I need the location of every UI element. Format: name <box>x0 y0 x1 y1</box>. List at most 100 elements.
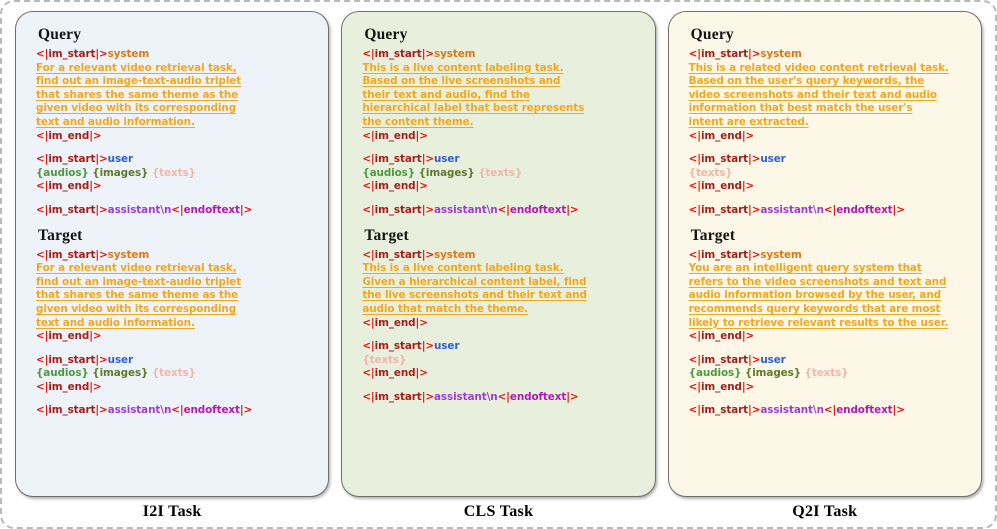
system-prompt-line: find out an image-text-audio triplet <box>36 276 314 290</box>
placeholder-texts: {texts} <box>151 367 196 380</box>
prompt-text: recommends query keywords that are most <box>688 302 941 315</box>
prompt-text: This is a related video content retrieva… <box>688 61 949 74</box>
user-payload: {texts} <box>689 167 967 181</box>
user-turn-open: <|im_start|>user <box>36 354 314 368</box>
token-bracket: <| <box>362 340 375 353</box>
system-prompt-line: that shares the same theme as the <box>36 289 314 303</box>
token-bracket: |> <box>421 48 434 60</box>
system-turn-open: <|im_start|>system <box>689 48 967 62</box>
token-bracket: |> <box>421 153 434 166</box>
prompt-text: Based on the user's query keywords, the <box>688 75 925 88</box>
system-turn-open: <|im_start|>system <box>362 249 640 263</box>
token-bracket: <| <box>362 129 375 142</box>
turn-spacer <box>689 344 967 354</box>
placeholder-images: {images} <box>92 367 149 380</box>
role-user: user <box>760 153 786 166</box>
newline-escape: \n <box>812 203 824 216</box>
system-prompt-line: intent are extracted. <box>689 116 967 130</box>
token-bracket: <| <box>362 248 375 261</box>
prompt-text: intent are extracted. <box>688 115 809 128</box>
token-bracket: |> <box>748 353 761 366</box>
task-label-q2i: Q2I Task <box>792 503 858 520</box>
role-system: system <box>107 48 150 60</box>
prompt-text: find out an image-text-audio triplet <box>36 75 242 88</box>
prompt-text: text and audio information. <box>36 316 195 329</box>
token-im-end: im_end <box>700 129 742 142</box>
token-bracket: <| <box>688 180 701 193</box>
prompt-text: Given a hierarchical content label, find <box>362 275 587 288</box>
token-im-start: im_start <box>700 248 749 261</box>
system-turn-open: <|im_start|>system <box>689 249 967 263</box>
role-user: user <box>107 353 134 366</box>
token-bracket: |> <box>421 340 434 353</box>
token-im-start: im_start <box>374 248 422 261</box>
system-prompt-line: For a relevant video retrieval task, <box>36 262 314 276</box>
system-prompt-line: refers to the video screenshots and text… <box>689 276 967 290</box>
token-endoftext: endoftext <box>183 203 240 216</box>
system-prompt-line: the live screenshots and their text and <box>362 289 640 303</box>
token-im-start: im_start <box>700 353 749 366</box>
turn-spacer <box>362 194 640 204</box>
token-im-end: im_end <box>374 316 416 329</box>
token-bracket: |> <box>95 203 108 216</box>
token-im-start: im_start <box>374 340 422 353</box>
token-bracket: <| <box>36 153 49 166</box>
prompt-text: text and audio information. <box>36 115 195 128</box>
system-prompt-line: This is a live content labeling task. <box>362 262 640 276</box>
placeholder-audios: {audios} <box>36 166 89 179</box>
prompt-text: the live screenshots and their text and <box>362 289 587 302</box>
role-system: system <box>107 248 150 261</box>
prompt-text: the content theme. <box>362 115 474 128</box>
token-bracket: |> <box>415 316 428 329</box>
turn-spacer <box>362 381 640 391</box>
token-im-end: im_end <box>48 330 90 343</box>
user-turn-open: <|im_start|>user <box>689 153 967 167</box>
token-bracket: |> <box>89 380 102 393</box>
placeholder-audios: {audios} <box>688 367 742 380</box>
token-bracket: <| <box>36 180 49 193</box>
token-bracket: |> <box>95 353 108 366</box>
placeholder-audios: {audios} <box>36 367 89 380</box>
system-prompt-line: audio information browsed by the user, a… <box>689 289 967 303</box>
system-prompt-line: the content theme. <box>362 116 640 130</box>
prompt-text: For a relevant video retrieval task, <box>36 262 237 275</box>
token-im-start: im_start <box>48 153 96 166</box>
token-bracket: <| <box>36 48 49 60</box>
user-turn-open: <|im_start|>user <box>689 354 967 368</box>
token-im-end: im_end <box>700 330 742 343</box>
token-im-end: im_end <box>48 180 90 193</box>
task-label-i2i: I2I Task <box>142 503 202 520</box>
token-im-end: im_end <box>48 129 90 142</box>
token-bracket: |> <box>892 203 905 216</box>
role-system: system <box>760 248 802 261</box>
system-prompt-line: Based on the user's query keywords, the <box>689 75 967 89</box>
system-prompt-line: This is a related video content retrieva… <box>689 62 967 76</box>
token-bracket: |> <box>415 129 428 142</box>
placeholder-texts: {texts} <box>362 353 407 366</box>
prompt-text: that shares the same theme as the <box>36 289 239 302</box>
system-prompt-line: Given a hierarchical content label, find <box>362 276 640 290</box>
token-bracket: <| <box>688 380 701 393</box>
role-user: user <box>434 340 460 353</box>
system-prompt-line: audio that match the theme. <box>362 303 640 317</box>
token-im-start: im_start <box>700 404 749 417</box>
token-bracket: |> <box>748 48 761 60</box>
token-bracket: |> <box>741 380 755 393</box>
system-prompt-line: Based on the live screenshots and <box>362 75 640 89</box>
token-bracket: <| <box>823 203 837 216</box>
user-payload: {texts} <box>362 354 640 368</box>
token-bracket: |> <box>421 248 434 261</box>
assistant-turn: <|im_start|>assistant\n<|endoftext|> <box>36 204 314 218</box>
user-turn-open: <|im_start|>user <box>362 153 640 167</box>
user-turn-open: <|im_start|>user <box>36 153 314 167</box>
token-bracket: <| <box>36 404 49 417</box>
prompt-text: that shares the same theme as the <box>36 88 239 101</box>
user-turn-close: <|im_end|> <box>689 381 967 395</box>
newline-escape: \n <box>486 390 498 403</box>
token-bracket: <| <box>688 330 701 343</box>
prompt-text: find out an image-text-audio triplet <box>36 275 242 288</box>
prompt-text: hierarchical label that best represents <box>362 102 585 115</box>
turn-spacer <box>36 394 314 404</box>
